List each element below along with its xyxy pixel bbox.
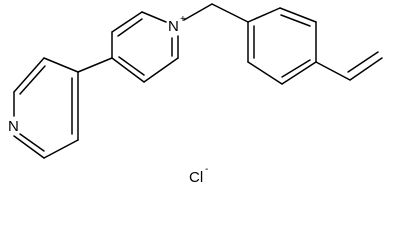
bond xyxy=(111,11,143,33)
chloride-charge: - xyxy=(205,164,208,175)
bond xyxy=(141,11,167,23)
chloride-label: Cl xyxy=(189,169,203,186)
biaryl-bond xyxy=(77,57,113,73)
bond xyxy=(143,57,179,83)
bond xyxy=(247,7,281,23)
ch2-aryl-bond xyxy=(211,3,249,23)
bond xyxy=(13,135,45,159)
double-bond-line xyxy=(19,133,45,152)
double-bond-line xyxy=(19,65,46,95)
pyridinium-ring xyxy=(111,11,179,83)
pyridine-nitrogen-label: N xyxy=(8,118,19,135)
vinyl-double-bond xyxy=(349,57,383,81)
structure-diagram: N N + Cl - xyxy=(8,3,383,186)
double-bond-line xyxy=(118,56,145,76)
pyridine-ring xyxy=(13,57,79,159)
bond xyxy=(13,57,45,93)
bond xyxy=(247,61,283,85)
bond xyxy=(111,57,145,83)
double-bond-line xyxy=(280,14,311,27)
double-bond-line xyxy=(117,18,143,37)
n-ch2-bond xyxy=(183,3,213,21)
double-bond-line xyxy=(281,59,311,78)
vinyl-double-bond-line xyxy=(347,51,379,73)
pyridinium-nitrogen-label: N xyxy=(168,18,179,35)
bond xyxy=(281,61,317,85)
bond xyxy=(279,7,317,23)
bond xyxy=(43,139,79,159)
pyridinium-charge: + xyxy=(180,14,186,25)
bond xyxy=(43,57,79,73)
aryl-vinyl-bond xyxy=(315,61,351,81)
benzene-ring xyxy=(247,7,317,85)
